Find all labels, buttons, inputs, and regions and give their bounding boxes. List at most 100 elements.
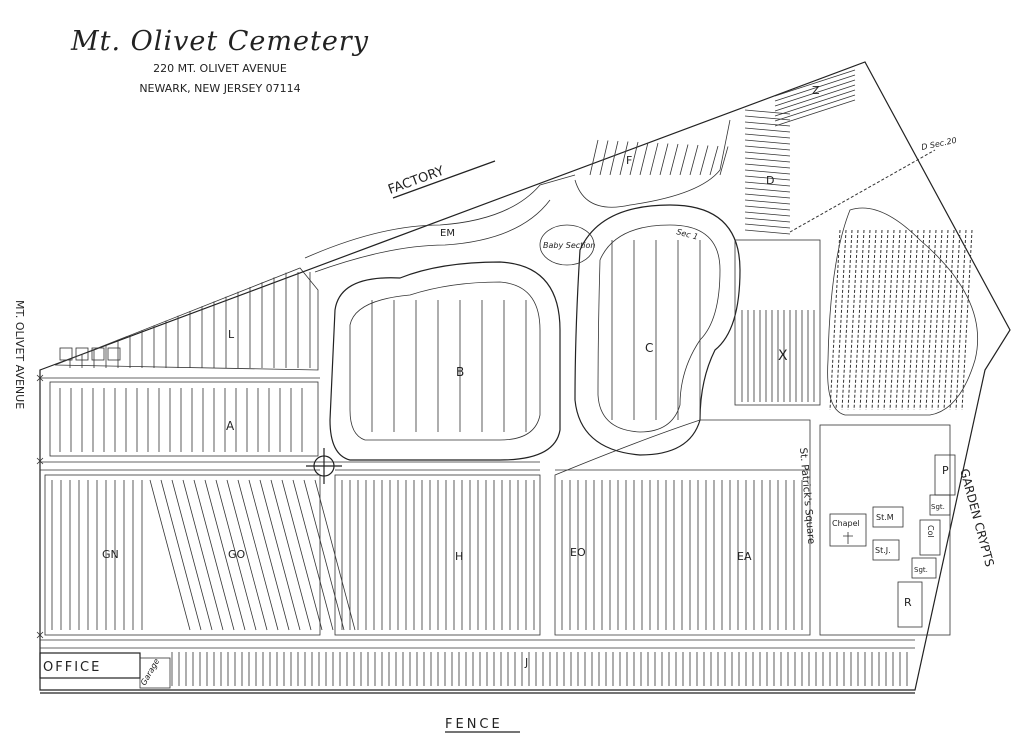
plot-row [744, 121, 791, 127]
plot-row [744, 169, 791, 175]
plot-row [649, 142, 659, 176]
chapel-cross-icon [843, 532, 853, 544]
plot-row [589, 139, 599, 176]
cemetery-title: Mt. Olivet Cemetery [71, 26, 369, 57]
plot-row [689, 144, 699, 176]
address-line-1: 220 MT. OLIVET AVENUE [153, 62, 287, 75]
plot-row [829, 229, 841, 411]
col-label: Col [926, 525, 935, 538]
sgt-upper-label: Sgt. [931, 503, 945, 511]
section-eo-ea-block [554, 419, 811, 636]
section-label-eo: EO [570, 546, 586, 559]
garden-crypts-label: GARDEN CRYPTS [957, 467, 997, 568]
plot-row [599, 140, 609, 176]
plot-row [774, 99, 856, 127]
plot-row [744, 211, 791, 217]
plot-row [292, 479, 334, 631]
plot-row [865, 229, 877, 411]
crypt-r [897, 581, 923, 628]
plot-row [744, 139, 791, 145]
section-h-block [334, 474, 541, 636]
section-label-j: J [524, 656, 528, 669]
plot-row [639, 142, 649, 176]
plot-row [744, 115, 791, 121]
section-label-l: L [228, 328, 235, 341]
plot-row [901, 229, 913, 411]
plot-row [204, 479, 246, 631]
plot-row [949, 229, 961, 411]
plot-row [744, 127, 791, 133]
section-z-rows [774, 69, 856, 127]
plot-row [744, 205, 791, 211]
plot-row [609, 140, 619, 176]
plot-row [303, 479, 345, 631]
plot-row [149, 479, 191, 631]
plot-row [215, 479, 257, 631]
section-label-sec20: D Sec.20 [921, 136, 958, 152]
plot-row [889, 229, 901, 411]
section-c-loop-inner [597, 224, 721, 433]
plot-row [907, 229, 919, 411]
section-eo-rows [561, 480, 803, 630]
st-m-building [872, 506, 904, 528]
plot-row [744, 193, 791, 199]
plot-row [961, 229, 973, 411]
plot-row [226, 479, 268, 631]
section-b-rows [371, 300, 527, 432]
plot-row [925, 229, 937, 411]
section-l-rows [69, 272, 311, 368]
path-to-sec-20 [789, 149, 936, 233]
plot-row [744, 187, 791, 193]
plot-row [919, 229, 931, 411]
plot-row [744, 145, 791, 151]
section-b-loop-inner [349, 281, 541, 441]
roundabout-cross [306, 448, 342, 484]
office-label: OFFICE [43, 660, 101, 675]
plot-row [937, 229, 949, 411]
baby-section-outline [539, 224, 595, 266]
plot-row [237, 479, 279, 631]
section-label-gn: GN [102, 548, 119, 561]
section-label-d: D [766, 174, 774, 187]
section-20-hatching [829, 229, 973, 411]
cemetery-boundary [39, 61, 1011, 691]
section-label-baby: Baby Section [543, 241, 595, 250]
plot-row [744, 157, 791, 163]
section-a-rows [59, 388, 303, 452]
plot-row [270, 479, 312, 631]
plot-row [871, 229, 883, 411]
st-j-building [872, 539, 900, 561]
plot-row [835, 229, 847, 411]
section-em-arc [304, 174, 576, 259]
plot-row [744, 133, 791, 139]
section-label-h: H [455, 550, 463, 563]
section-l-block [54, 267, 319, 371]
plot-row [669, 143, 679, 176]
plot-row [629, 141, 639, 176]
plot-row [709, 145, 719, 176]
section-label-r: R [904, 596, 912, 609]
address-line-2: NEWARK, NEW JERSEY 07114 [139, 82, 301, 95]
factory-underline [392, 160, 496, 199]
garage-building [139, 657, 171, 689]
chapel-label: Chapel [832, 519, 860, 528]
plot-row [774, 94, 856, 122]
section-label-c: C [645, 341, 653, 355]
crypt-col [919, 519, 941, 556]
plot-row [744, 217, 791, 223]
plot-row [744, 175, 791, 181]
plot-row [877, 229, 889, 411]
vault-row [59, 347, 121, 361]
section-label-go: GO [228, 548, 246, 561]
plot-row [853, 229, 865, 411]
section-label-x: X [778, 348, 788, 364]
section-label-z: Z [812, 84, 820, 97]
section-label-ea: EA [737, 550, 752, 563]
section-gn-go-block [44, 474, 321, 636]
plot-row [744, 199, 791, 205]
section-label-em: EM [440, 228, 455, 239]
sgt-lower-label: Sgt. [914, 566, 928, 574]
plot-row [774, 84, 856, 112]
plot-row [744, 229, 791, 235]
